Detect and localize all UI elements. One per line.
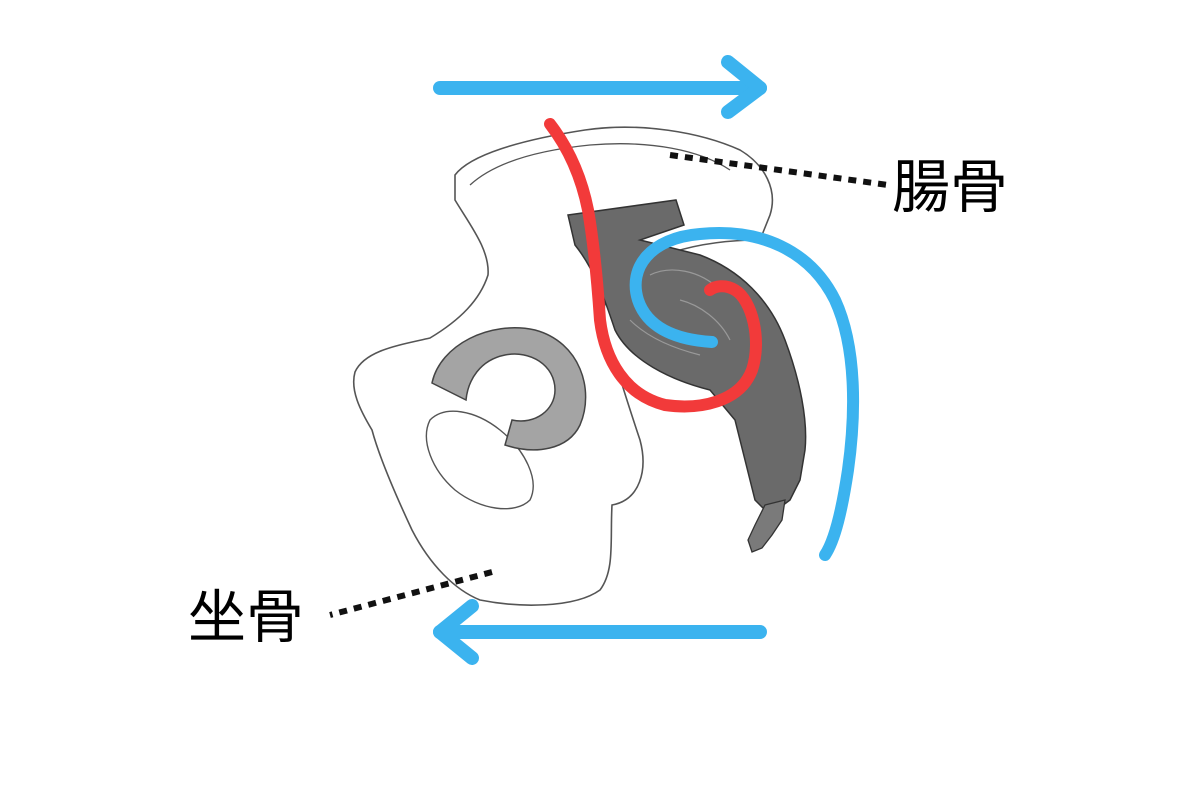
ilium-leader-line [669, 152, 889, 188]
ischium-label: 坐骨 [188, 583, 305, 651]
hip-bone-outline [352, 126, 774, 606]
coccyx [747, 499, 786, 553]
ischium-leader-line [329, 569, 493, 618]
bottom-left-arrow [433, 599, 767, 665]
acetabulum [431, 327, 587, 451]
blue-rotation-curve [629, 227, 860, 561]
sacrum [567, 199, 807, 516]
red-rotation-curve [544, 118, 762, 413]
ilium-label: 腸骨 [892, 153, 1009, 221]
ilium-inner-rim [469, 143, 731, 186]
top-right-arrow [433, 55, 767, 119]
obturator-foramen [425, 410, 534, 510]
